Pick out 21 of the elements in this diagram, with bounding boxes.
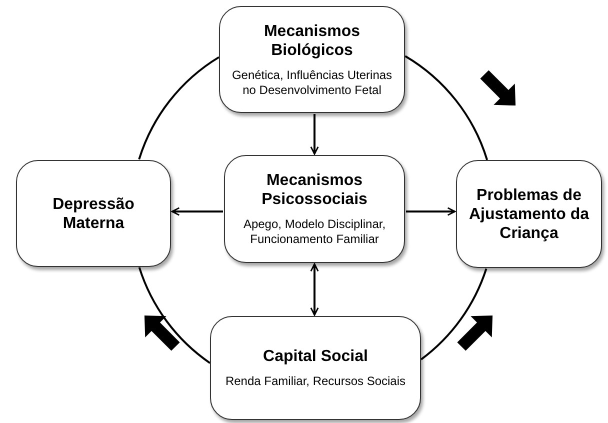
- arrow: [310, 114, 319, 155]
- rounded-box: [16, 160, 171, 267]
- box-title: Mecanismos Biológicos: [262, 22, 362, 60]
- box-title: Capital Social: [263, 347, 368, 366]
- curved-connector: [138, 56, 220, 160]
- rounded-box: [224, 155, 405, 263]
- box-description: Genética, Influências Uterinas no Desenvolvimento Fetal: [230, 68, 394, 98]
- box-title: Problemas de Ajustamento da Criança: [468, 186, 590, 242]
- rounded-box: [456, 160, 602, 268]
- curved-connector: [138, 267, 211, 364]
- box-description: Renda Familiar, Recursos Sociais: [225, 374, 406, 389]
- arrow: [406, 207, 456, 216]
- curved-connector: [420, 268, 488, 360]
- rounded-box: [219, 6, 405, 113]
- curved-connector: [404, 55, 488, 160]
- box-title: Depressão Materna: [52, 194, 136, 232]
- arrow: [171, 207, 223, 216]
- box-title: Mecanismos Psicossociais: [260, 171, 368, 209]
- arrow: [310, 263, 319, 316]
- box-description: Apego, Modelo Disciplinar, Funcionamento Familiar: [242, 217, 387, 247]
- rounded-box: [210, 316, 421, 420]
